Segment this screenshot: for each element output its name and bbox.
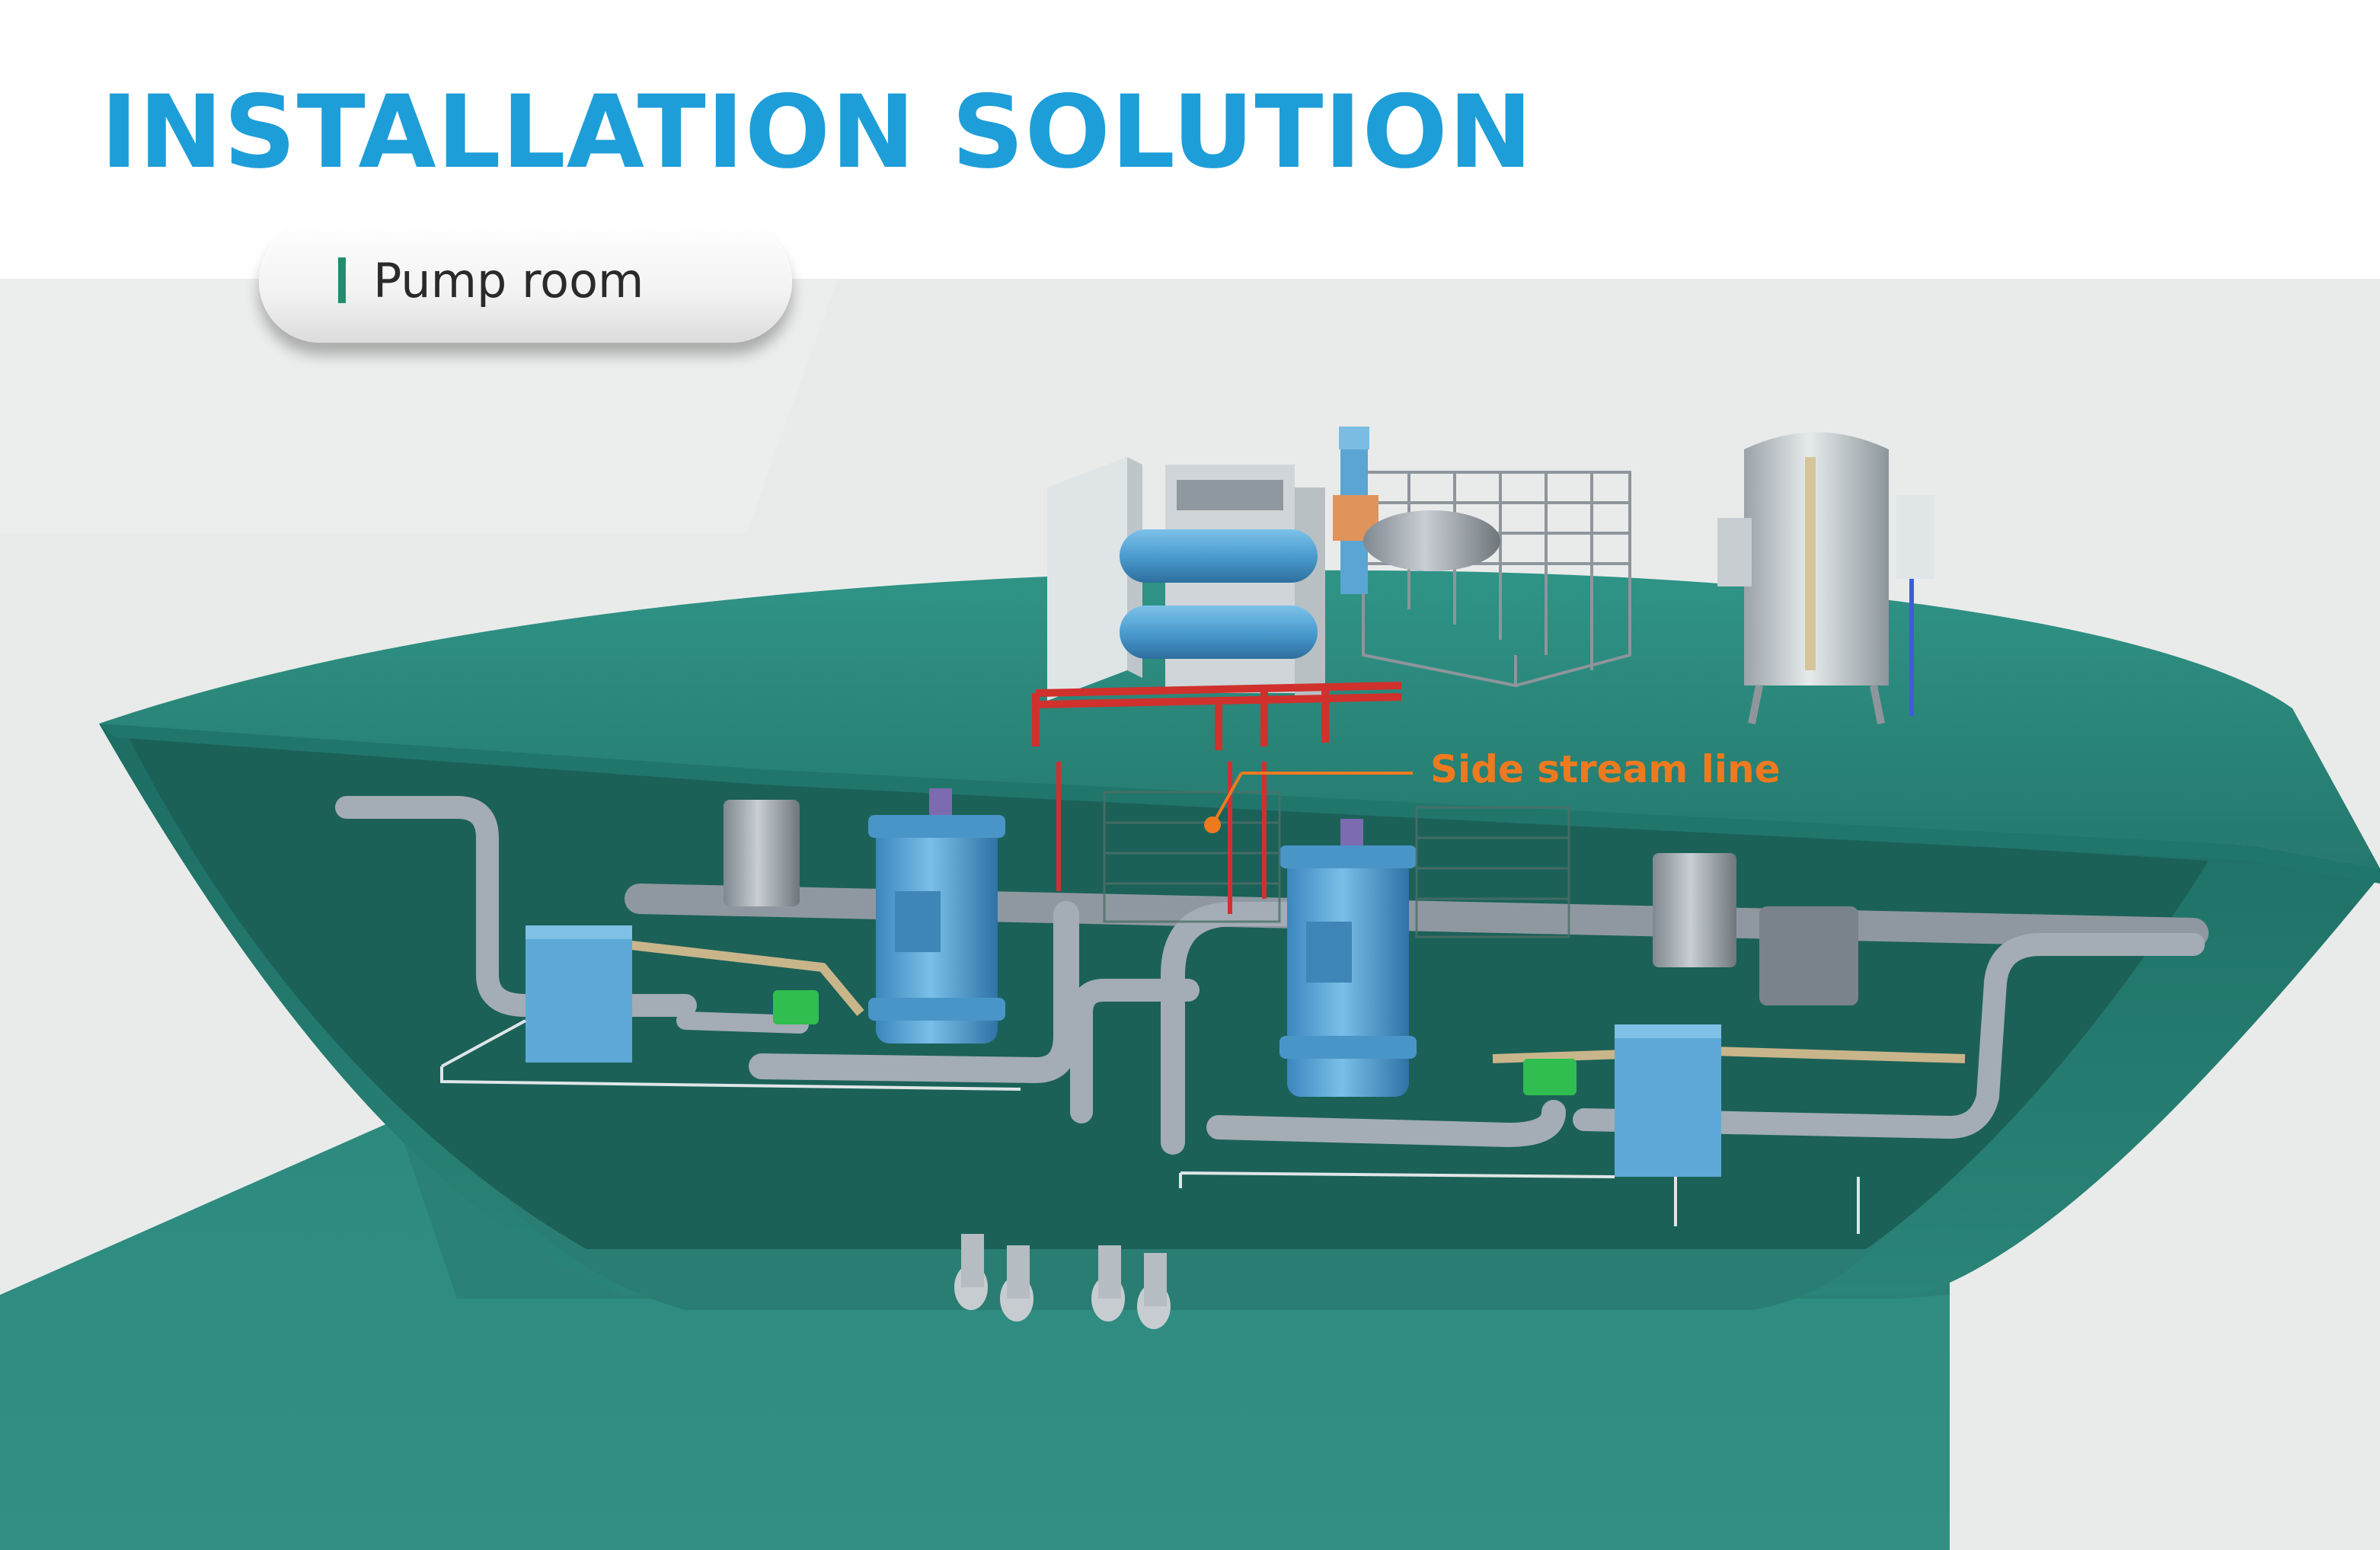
green-pump-right <box>1523 1059 1577 1095</box>
bottom-outlet-pipes <box>954 1234 1171 1329</box>
support-frames <box>440 1019 1860 1234</box>
grating-panels <box>1103 791 1570 938</box>
deck-skid-unit <box>1032 427 1500 750</box>
green-pump-left <box>773 990 819 1024</box>
section-tag: Pump room <box>259 221 792 343</box>
side-stream-callout-line <box>1204 772 1413 833</box>
filter-unit-left <box>868 788 1005 1043</box>
back-pumps <box>724 800 1858 1005</box>
deck-tank <box>1717 432 1934 724</box>
section-tag-label: Pump room <box>373 253 644 308</box>
filter-unit-right <box>1279 819 1417 1097</box>
control-box-right <box>1615 1024 1721 1177</box>
upper-deck-edge <box>99 724 2380 884</box>
control-box-left <box>526 925 632 1063</box>
side-stream-pipes <box>1056 762 1267 914</box>
side-stream-callout-label: Side stream line <box>1430 747 1781 791</box>
section-tag-accent-bar <box>338 257 346 303</box>
page-title: INSTALLATION SOLUTION <box>101 74 1534 191</box>
